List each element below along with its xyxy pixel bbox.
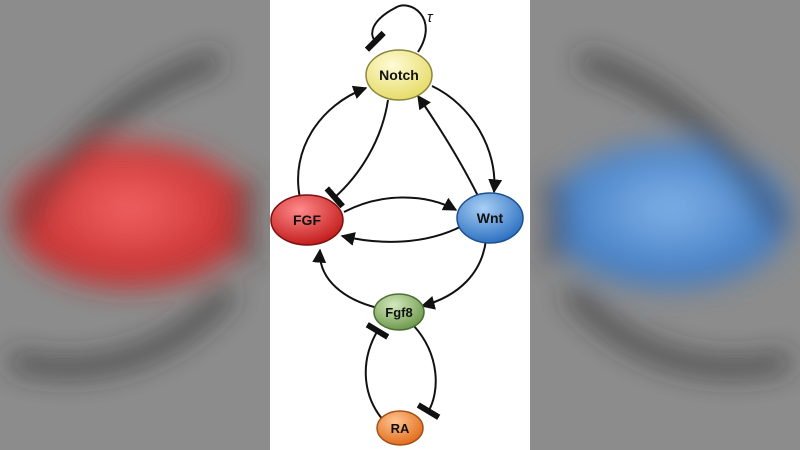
edge-notch-self-inhibition xyxy=(364,4,427,53)
edge-notch-inhibits-fgf xyxy=(324,99,389,209)
edge-notch-to-wnt xyxy=(431,85,503,194)
blurred-background-left-graphic xyxy=(0,0,270,450)
self-loop-tau-label: τ xyxy=(427,9,434,26)
blurred-background-left xyxy=(0,0,270,450)
edge-fgf8-inhibits-ra xyxy=(413,325,441,420)
node-wnt: Wnt xyxy=(456,192,524,244)
node-ra-label: RA xyxy=(391,421,410,436)
blurred-background-right-graphic xyxy=(530,0,800,450)
edge-wnt-to-notch xyxy=(417,94,479,197)
node-fgf-label: FGF xyxy=(293,212,321,228)
blurred-background-right xyxy=(530,0,800,450)
node-ra: RA xyxy=(376,410,424,446)
node-wnt-label: Wnt xyxy=(477,210,504,226)
node-notch-label: Notch xyxy=(379,67,419,83)
edge-wnt-to-fgf8 xyxy=(420,239,487,310)
edge-fgf-to-notch xyxy=(297,85,368,199)
node-fgf8: Fgf8 xyxy=(373,293,425,331)
node-notch: Notch xyxy=(365,49,433,101)
edge-ra-inhibits-fgf8 xyxy=(364,322,390,421)
node-fgf: FGF xyxy=(270,194,344,246)
node-fgf8-label: Fgf8 xyxy=(385,305,412,320)
edge-fgf-to-wnt xyxy=(343,196,458,213)
edge-fgf8-to-fgf xyxy=(312,248,379,309)
edges xyxy=(297,4,503,421)
edge-wnt-to-fgf xyxy=(340,225,463,246)
